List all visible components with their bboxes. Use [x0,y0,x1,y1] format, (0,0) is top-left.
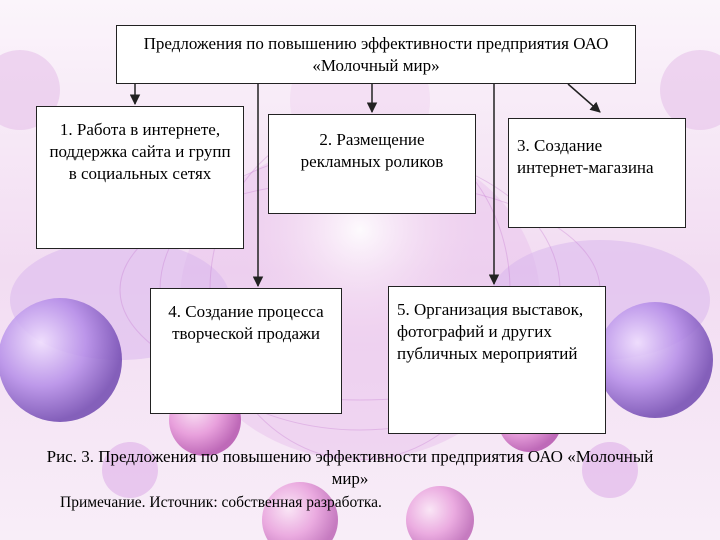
proposal-box-2: 2. Размещение рекламных роликов [268,114,476,214]
diagram-title-box: Предложения по повышению эффективности п… [116,25,636,84]
proposal-text-1: 1. Работа в интернете, поддержка сайта и… [49,120,231,183]
proposal-text-4: 4. Создание процесса творческой продажи [168,302,324,343]
figure-caption: Рис. 3. Предложения по повышению эффекти… [46,447,654,489]
proposal-box-5: 5. Организация выставок, фотографий и др… [388,286,606,434]
proposal-text-5: 5. Организация выставок, фотографий и др… [397,300,584,363]
diagram-title: Предложения по повышению эффективности п… [143,33,609,75]
proposal-box-3: 3. Создание интернет-магазина [508,118,686,228]
proposal-text-2: 2. Размещение рекламных роликов [300,130,444,171]
proposal-text-3: 3. Создание интернет-магазина [517,136,654,177]
proposal-box-4: 4. Создание процесса творческой продажи [150,288,342,414]
proposal-box-1: 1. Работа в интернете, поддержка сайта и… [36,106,244,249]
source-note: Примечание. Источник: собственная разраб… [60,494,382,511]
